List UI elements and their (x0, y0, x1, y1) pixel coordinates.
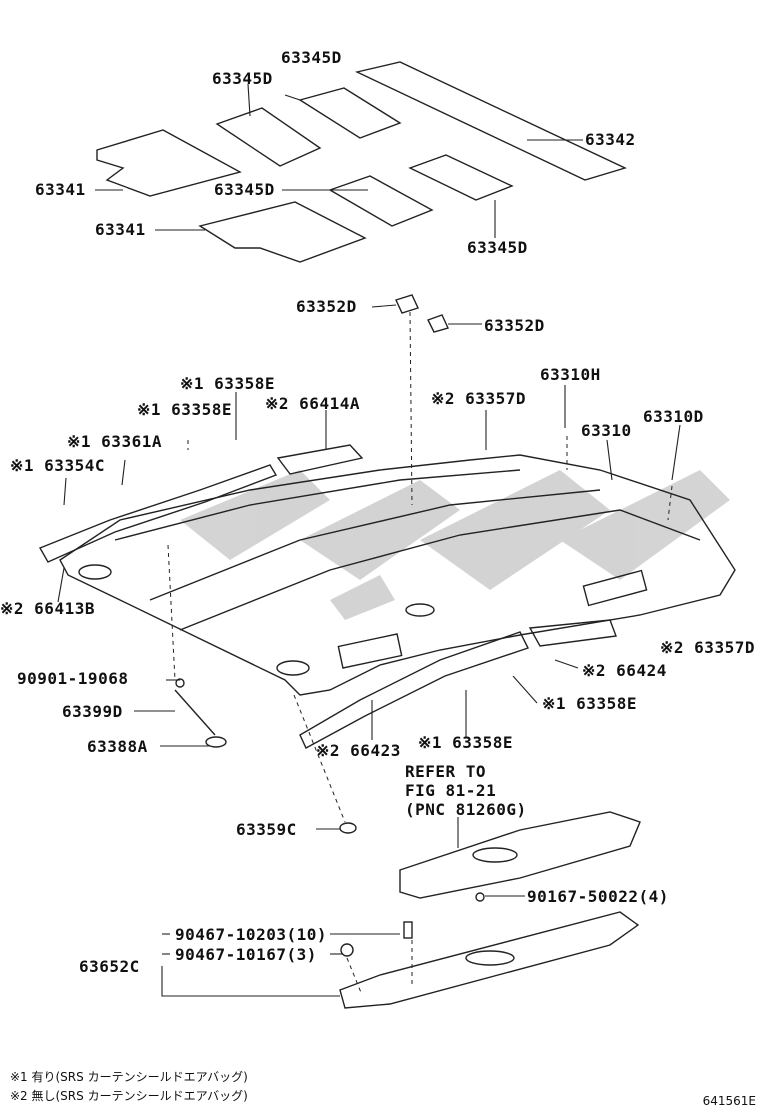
label-63361A: ※1 63361A (67, 432, 162, 451)
label-63310H: 63310H (540, 365, 601, 384)
label-63388A: 63388A (87, 737, 148, 756)
rail-66424 (528, 619, 617, 647)
label-66414A: ※2 66414A (265, 394, 360, 413)
label-63358E-d: ※1 63358E (418, 733, 513, 752)
pad-63352D-a (395, 294, 419, 314)
label-63352D-a: 63352D (296, 297, 357, 316)
label-refer-fig: FIG 81-21 (405, 781, 497, 800)
mat-63345D-c (328, 175, 434, 227)
label-63345D-b: 63345D (212, 69, 273, 88)
label-66424: ※2 66424 (582, 661, 667, 680)
label-63345D-d: 63345D (467, 238, 528, 257)
console-81260G (399, 811, 641, 899)
label-refer-pnc: (PNC 81260G) (405, 800, 527, 819)
label-63358E-a: ※1 63358E (180, 374, 275, 393)
mat-63341-a (96, 129, 242, 197)
mat-63345D-b (298, 87, 402, 139)
label-63357D-a: ※2 63357D (431, 389, 526, 408)
strut-63399D (174, 689, 216, 736)
label-63652C: 63652C (79, 957, 140, 976)
label-refer-to: REFER TO (405, 762, 487, 781)
mat-63342 (354, 61, 627, 181)
label-63359C: 63359C (236, 820, 297, 839)
mat-63345D-d (408, 154, 514, 201)
rail-66413B (38, 464, 278, 563)
label-63345D-a: 63345D (281, 48, 342, 67)
label-63341-b: 63341 (95, 220, 146, 239)
figure-code: 641561E (702, 1094, 756, 1108)
label-63310: 63310 (581, 421, 632, 440)
label-66423: ※2 66423 (316, 741, 401, 760)
mat-63345D-a (215, 107, 322, 167)
plate-63652C (339, 911, 640, 1009)
rail-66423 (299, 631, 529, 749)
label-63342: 63342 (585, 130, 636, 149)
label-90901-19068: 90901-19068 (17, 669, 129, 688)
label-90467-10167: 90467-10167(3) (175, 945, 317, 964)
pad-63352D-b (427, 314, 449, 333)
label-63358E-c: ※1 63358E (542, 694, 637, 713)
label-63354C: ※1 63354C (10, 456, 105, 475)
label-66413B: ※2 66413B (0, 599, 95, 618)
label-63399D: 63399D (62, 702, 123, 721)
label-90467-10203: 90467-10203(10) (175, 925, 327, 944)
label-90167-50022: 90167-50022(4) (527, 887, 669, 906)
label-63352D-b: 63352D (484, 316, 545, 335)
label-63345D-c: 63345D (214, 180, 275, 199)
headliner-63310 (59, 454, 736, 696)
footnote-2: ※2 無し(SRS カーテンシールドエアバッグ) (10, 1089, 248, 1103)
label-63341-a: 63341 (35, 180, 86, 199)
watermark-logo (180, 470, 730, 620)
label-63357D-b: ※2 63357D (660, 638, 755, 657)
label-63358E-b: ※1 63358E (137, 400, 232, 419)
rail-66414A (276, 444, 364, 475)
footnote-1: ※1 有り(SRS カーテンシールドエアバッグ) (10, 1070, 248, 1084)
label-63310D: 63310D (643, 407, 704, 426)
mat-63341-b (198, 201, 367, 263)
cap-63359C (339, 822, 357, 834)
